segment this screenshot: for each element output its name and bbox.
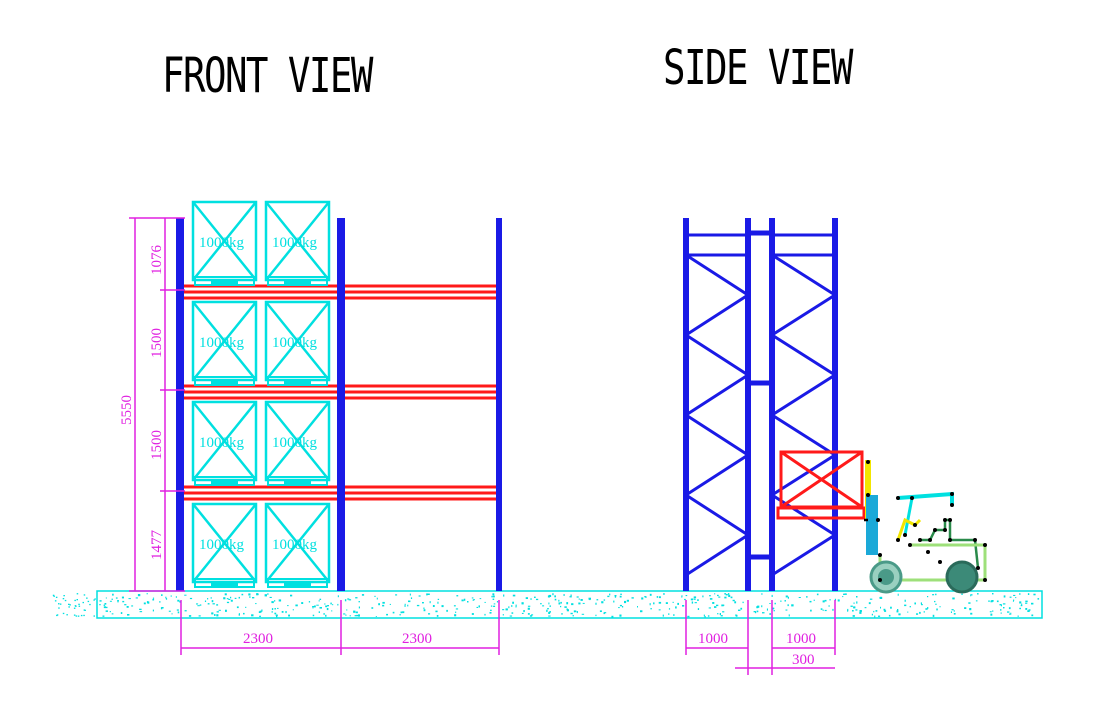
upright [176,218,184,591]
forklift-load [776,450,866,520]
load-weight-label: 1000kg [199,335,245,351]
floor-slab [52,590,1043,619]
pallet-load: 1000kg [191,300,258,386]
load-weight-label: 1000kg [272,537,318,553]
front-rack: 1000kg 1000kg 1000kg 1000kg 1000kg 1000kg 1000… [176,200,502,591]
dim-depth-1: 1000 [698,631,728,647]
dim-level-2: 1500 [149,328,165,358]
pallet-loads: 1000kg 1000kg 1000kg 1000kg 1000kg 1000kg 1000… [191,200,331,588]
upright [496,218,502,591]
dim-bay-width-1: 2300 [243,631,273,647]
frame-upright [832,218,838,591]
pallet-load: 1000kg [264,300,331,386]
load-weight-label: 1000kg [199,235,245,251]
forklift [864,460,987,594]
frame-upright [769,218,775,591]
pallet-load: 1000kg [264,200,331,286]
front-dimensions [129,217,500,655]
load-weight-label: 1000kg [199,435,245,451]
pallet-load: 1000kg [191,502,258,588]
load-weight-label: 1000kg [272,235,318,251]
frame-upright [745,218,751,591]
dim-level-1: 1076 [149,245,165,276]
side-frames [683,218,838,591]
dim-flue-gap: 300 [792,652,815,668]
side-view-title: SIDE VIEW [663,40,853,96]
side-dimensions [685,600,836,675]
load-weight-label: 1000kg [199,537,245,553]
front-view-title: FRONT VIEW [162,48,373,104]
dim-level-4: 1477 [149,530,165,561]
dim-total-height: 5550 [119,395,135,425]
load-weight-label: 1000kg [272,435,318,451]
dim-bay-width-2: 2300 [402,631,432,647]
frame-upright [683,218,689,591]
pallet-load: 1000kg [264,400,331,486]
upright [337,218,345,591]
dim-depth-2: 1000 [786,631,816,647]
dim-level-3: 1500 [149,430,165,460]
pallet-load: 1000kg [264,502,331,588]
pallet-load: 1000kg [191,400,258,486]
load-weight-label: 1000kg [272,335,318,351]
pallet-load: 1000kg [191,200,258,286]
